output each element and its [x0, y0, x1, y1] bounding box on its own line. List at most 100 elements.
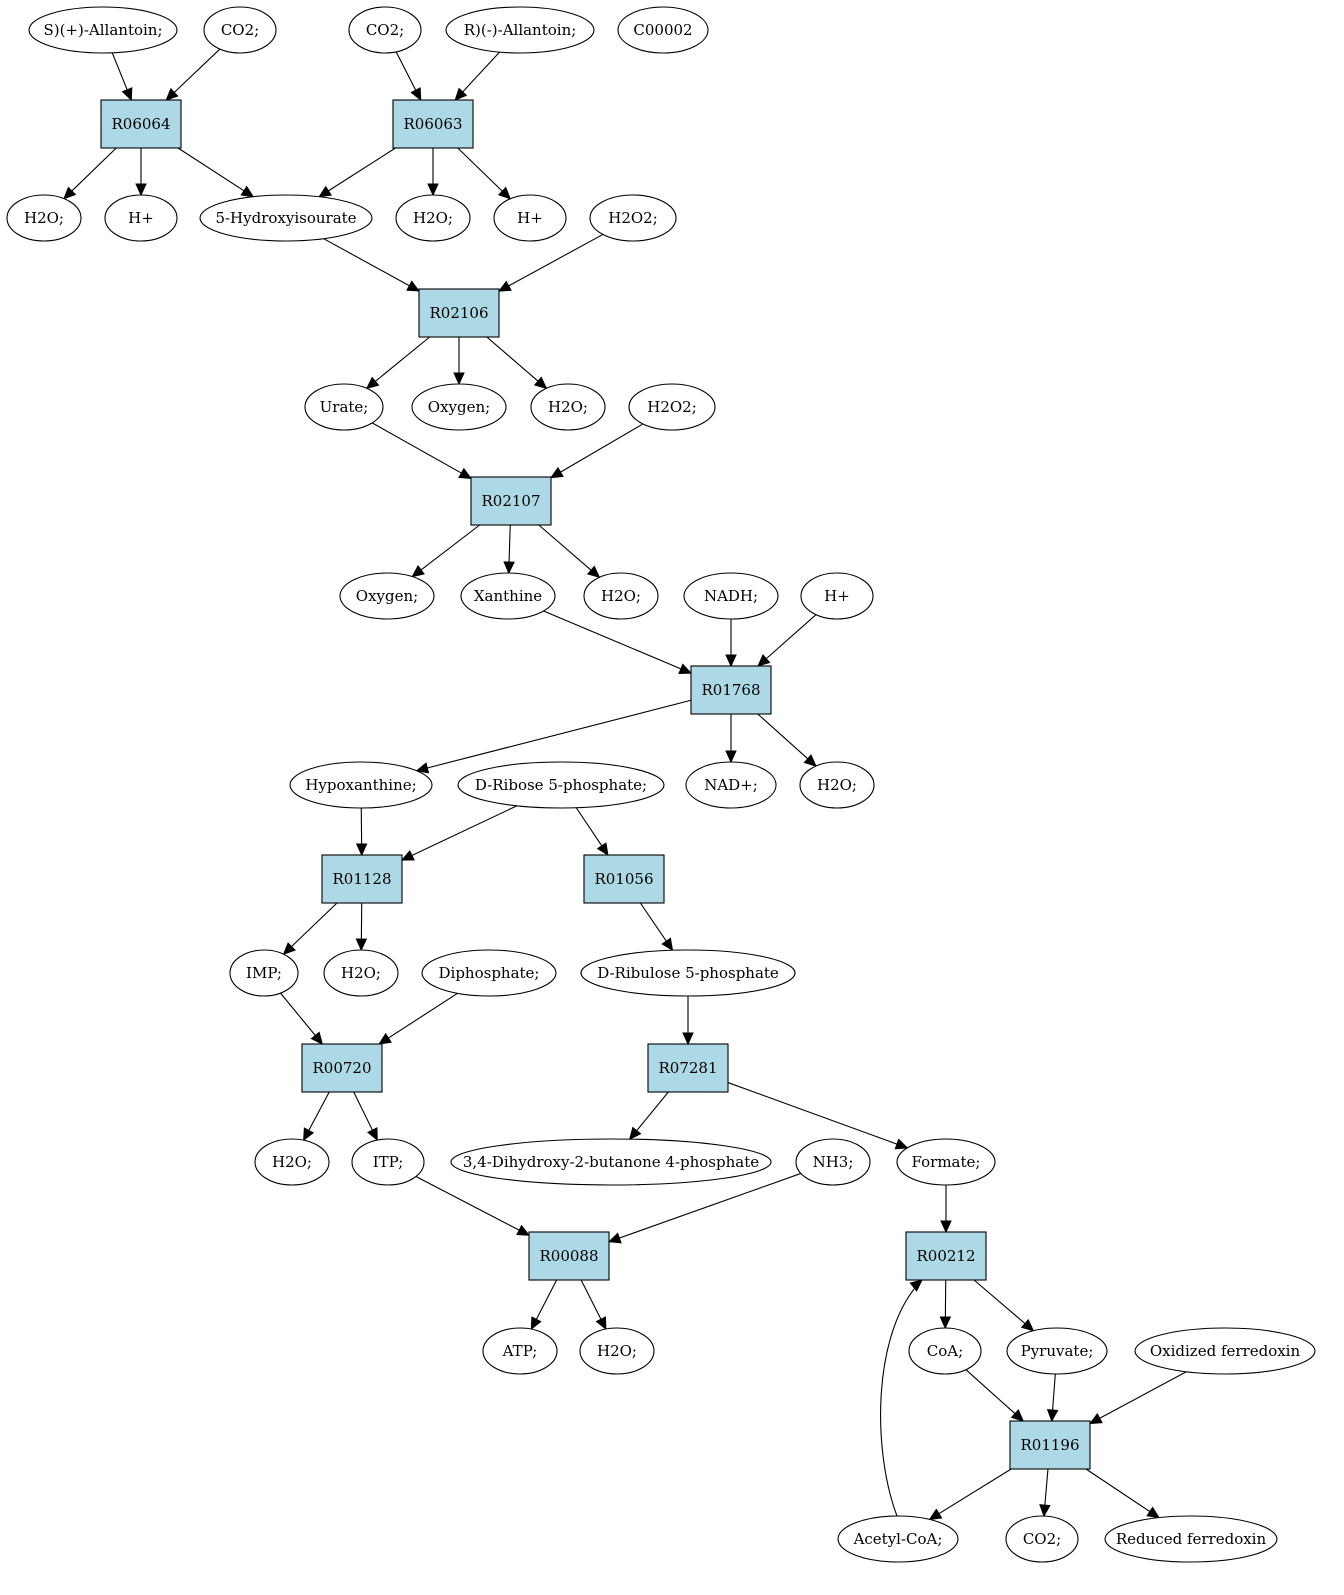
edge-r01196-to-acetylcoa-arrowhead: [928, 1508, 943, 1521]
compound-node-urate[interactable]: Urate;: [304, 383, 384, 431]
compound-node-h2o2-a[interactable]: H2O2;: [589, 194, 677, 242]
compound-node-nh3[interactable]: NH3;: [795, 1138, 871, 1186]
reaction-node-r01196[interactable]: R01196: [1009, 1420, 1091, 1470]
compound-ellipse: [589, 194, 677, 242]
reaction-node-r06064[interactable]: R06064: [100, 99, 182, 149]
compound-label: S)(+)-Allantoin;: [43, 21, 162, 39]
reaction-label: R00212: [916, 1247, 975, 1265]
compound-node-co2-a[interactable]: CO2;: [203, 6, 277, 54]
compound-node-ribulose5p[interactable]: D-Ribulose 5-phosphate: [580, 949, 796, 997]
compound-node-nadh[interactable]: NADH;: [683, 572, 779, 620]
compound-node-itp[interactable]: ITP;: [351, 1138, 425, 1186]
compound-node-h2o-a[interactable]: H2O;: [6, 194, 82, 242]
compound-node-oxygen-b[interactable]: Oxygen;: [339, 572, 435, 620]
compound-ellipse: [289, 761, 433, 809]
compound-node-h2o2-b[interactable]: H2O2;: [628, 383, 716, 431]
reaction-node-r02107[interactable]: R02107: [470, 476, 552, 526]
compound-label: H2O;: [597, 1342, 637, 1360]
compound-node-oxygen-a[interactable]: Oxygen;: [411, 383, 507, 431]
reaction-box: [418, 288, 500, 338]
edges-layer: [63, 48, 1187, 1521]
reaction-label: R01128: [332, 870, 391, 888]
compound-node-h2o-f[interactable]: H2O;: [323, 949, 399, 997]
edge-coa-to-r01196: [965, 1369, 1017, 1415]
compound-node-co2-c[interactable]: CO2;: [1005, 1515, 1079, 1563]
edge-urate-to-r02107-arrowhead: [458, 467, 473, 480]
edge-imp-to-r00720: [280, 992, 317, 1037]
compound-node-dihydroxybutanone[interactable]: 3,4-Dihydroxy-2-butanone 4-phosphate: [450, 1138, 772, 1186]
edge-r07281-to-formate: [727, 1082, 899, 1145]
compound-node-ribose5p[interactable]: D-Ribose 5-phosphate;: [457, 761, 665, 809]
compound-node-reduced-ferredoxin[interactable]: Reduced ferredoxin: [1104, 1515, 1278, 1563]
reaction-node-r00720[interactable]: R00720: [301, 1043, 383, 1093]
edge-co2-b-to-r06063-arrowhead: [410, 87, 422, 102]
edge-r02107-to-h2o-d-arrowhead: [586, 565, 601, 579]
edge-hydroxyisourate-to-r02106: [323, 238, 411, 287]
edge-r-allantoin-to-r06063: [461, 51, 500, 94]
edge-r02106-to-h2o-c: [486, 336, 540, 383]
compound-ellipse: [799, 761, 875, 809]
reaction-label: R02106: [429, 304, 488, 322]
compound-ellipse: [837, 1515, 959, 1563]
edge-r00212-to-coa-arrowhead: [939, 1316, 952, 1330]
reaction-label: R07281: [658, 1059, 717, 1077]
edge-co2-a-to-r06064-arrowhead: [165, 87, 179, 101]
compound-node-pyruvate[interactable]: Pyruvate;: [1006, 1327, 1108, 1375]
reaction-node-r01768[interactable]: R01768: [690, 665, 772, 715]
edge-r06064-to-hplus-a-arrowhead: [135, 183, 147, 197]
compound-node-hplus-c[interactable]: H+: [800, 572, 874, 620]
edge-r01196-to-co2-c: [1044, 1468, 1049, 1507]
compound-node-hydroxyisourate[interactable]: 5-Hydroxyisourate: [199, 194, 373, 242]
compound-node-c00002[interactable]: C00002: [617, 6, 709, 54]
edge-ribulose5p-to-r07281-arrowhead: [682, 1032, 694, 1046]
reaction-label: R02107: [481, 492, 540, 510]
edge-r02106-to-urate: [374, 336, 430, 383]
compound-node-imp[interactable]: IMP;: [229, 949, 299, 997]
compound-node-xanthine[interactable]: Xanthine: [460, 572, 556, 620]
compound-node-formate[interactable]: Formate;: [896, 1138, 996, 1186]
reaction-node-r01128[interactable]: R01128: [321, 854, 403, 904]
compound-ellipse: [1006, 1327, 1108, 1375]
compound-node-hplus-b[interactable]: H+: [493, 194, 567, 242]
compound-node-s-allantoin[interactable]: S)(+)-Allantoin;: [28, 6, 178, 54]
reaction-node-r06063[interactable]: R06063: [392, 99, 474, 149]
edge-nh3-to-r00088: [618, 1172, 802, 1239]
compound-node-diphosphate[interactable]: Diphosphate;: [421, 949, 557, 997]
compound-ellipse: [28, 6, 178, 54]
compound-node-acetylcoa[interactable]: Acetyl-CoA;: [837, 1515, 959, 1563]
compound-ellipse: [6, 194, 82, 242]
compound-ellipse: [795, 1138, 871, 1186]
edge-oxidized-ferredoxin-to-r01196-arrowhead: [1088, 1412, 1103, 1425]
compound-node-atp[interactable]: ATP;: [482, 1327, 558, 1375]
compound-node-h2o-e[interactable]: H2O;: [799, 761, 875, 809]
edge-r01196-to-acetylcoa: [937, 1468, 1012, 1515]
reaction-node-r00088[interactable]: R00088: [528, 1231, 610, 1281]
compound-node-co2-b[interactable]: CO2;: [348, 6, 422, 54]
compound-label: Formate;: [912, 1153, 981, 1171]
compound-node-h2o-b[interactable]: H2O;: [395, 194, 471, 242]
edge-r06063-to-hydroxyisourate: [327, 147, 396, 192]
reaction-node-r01056[interactable]: R01056: [583, 854, 665, 904]
reaction-label: R06063: [403, 115, 462, 133]
edge-r01128-to-imp-arrowhead: [282, 942, 296, 956]
reaction-node-r02106[interactable]: R02106: [418, 288, 500, 338]
compound-node-h2o-d[interactable]: H2O;: [583, 572, 659, 620]
compound-label: H2O2;: [608, 209, 658, 227]
compound-label: D-Ribose 5-phosphate;: [475, 776, 647, 794]
compound-node-h2o-g[interactable]: H2O;: [254, 1138, 330, 1186]
compound-node-oxidized-ferredoxin[interactable]: Oxidized ferredoxin: [1134, 1327, 1316, 1375]
edge-r00088-to-atp: [535, 1279, 558, 1321]
compound-ellipse: [1134, 1327, 1316, 1375]
compound-node-nadplus[interactable]: NAD+;: [685, 761, 777, 809]
compound-node-hplus-a[interactable]: H+: [104, 194, 178, 242]
compound-node-coa[interactable]: CoA;: [908, 1327, 982, 1375]
compound-node-hypoxanthine[interactable]: Hypoxanthine;: [289, 761, 433, 809]
compound-node-h2o-c[interactable]: H2O;: [530, 383, 606, 431]
edge-nadh-to-r01768-arrowhead: [725, 654, 737, 668]
reaction-node-r00212[interactable]: R00212: [905, 1231, 987, 1281]
compound-node-h2o-h[interactable]: H2O;: [579, 1327, 655, 1375]
compound-node-r-allantoin[interactable]: R)(-)-Allantoin;: [445, 6, 595, 54]
reaction-node-r07281[interactable]: R07281: [647, 1043, 729, 1093]
edge-r01196-to-co2-c-arrowhead: [1039, 1504, 1051, 1518]
edge-imp-to-r00720-arrowhead: [310, 1031, 324, 1045]
